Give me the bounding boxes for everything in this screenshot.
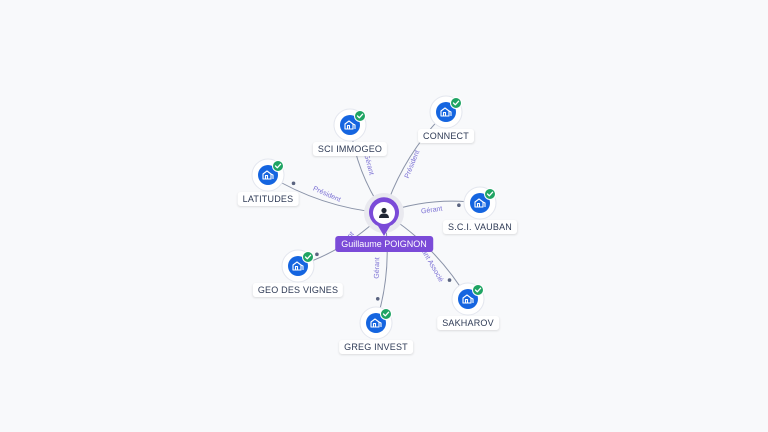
relation-label: Gérant [374, 257, 382, 279]
check-icon [450, 97, 462, 109]
relation-label: Président [404, 149, 422, 179]
company-node[interactable] [463, 186, 497, 220]
company-label[interactable]: CONNECT [418, 129, 474, 143]
check-icon [354, 110, 366, 122]
person-icon [379, 207, 389, 218]
company-label[interactable]: GREG INVEST [339, 340, 413, 354]
building-icon [370, 318, 382, 328]
edge-arrow [375, 297, 380, 301]
company-node[interactable] [281, 249, 315, 283]
check-icon [484, 188, 496, 200]
company-node-bg [258, 165, 278, 185]
building-icon [440, 107, 452, 117]
company-node[interactable] [333, 108, 367, 142]
company-node[interactable] [451, 282, 485, 316]
edge-arrow [291, 181, 296, 186]
company-node-bg [366, 313, 386, 333]
company-node-bg [470, 193, 490, 213]
company-label[interactable]: LATITUDES [237, 192, 299, 206]
company-label[interactable]: S.C.I. VAUBAN [443, 220, 517, 234]
check-icon [380, 308, 392, 320]
building-icon [292, 261, 304, 271]
edge-arrow [457, 203, 461, 207]
building-icon [462, 294, 474, 304]
company-node-bg [436, 102, 456, 122]
company-node[interactable] [251, 158, 285, 192]
edge-arrow [447, 278, 452, 282]
relation-label: Président [312, 185, 342, 203]
relation-label: Gérant [421, 206, 443, 216]
company-label[interactable]: GEO DES VIGNES [252, 283, 344, 297]
company-node-bg [458, 289, 478, 309]
company-label[interactable]: SAKHAROV [437, 316, 499, 330]
nodes-layer [251, 95, 497, 340]
company-node-bg [340, 115, 360, 135]
company-node[interactable] [359, 306, 393, 340]
edge-arrow [315, 252, 319, 257]
company-node-bg [288, 256, 308, 276]
building-icon [474, 198, 486, 208]
company-label[interactable]: SCI IMMOGEO [312, 142, 388, 156]
building-icon [344, 120, 356, 130]
check-icon [272, 160, 284, 172]
building-icon [262, 170, 274, 180]
check-icon [302, 251, 314, 263]
person-node[interactable] [364, 193, 404, 236]
person-name-label[interactable]: Guillaume POIGNON [335, 236, 433, 252]
company-node[interactable] [429, 95, 463, 129]
relation-label: Gérant [362, 153, 374, 176]
check-icon [472, 284, 484, 296]
